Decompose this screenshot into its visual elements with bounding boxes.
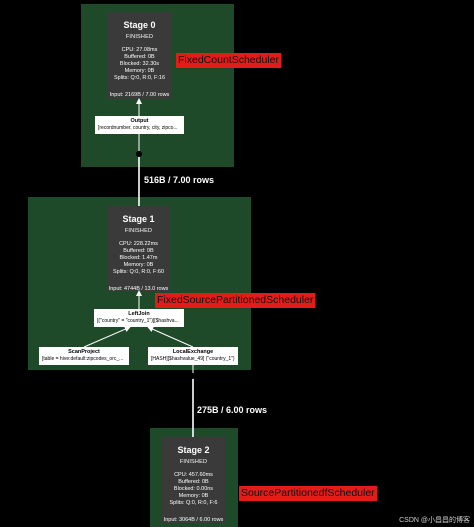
stage-0-state: FINISHED (125, 34, 154, 40)
stage-2-stats: CPU: 457.60ms Buffered: 0B Blocked: 0.00… (162, 472, 225, 507)
stage-0-splits: Splits: Q:0, R:0, F:16 (113, 75, 166, 81)
stage-2-memory: Memory: 0B (178, 493, 209, 499)
stage-2-scheduler-label: SourcePartitionedfScheduler (239, 486, 377, 501)
scanproject-operator-name: ScanProject (68, 349, 100, 355)
stage-2-state: FINISHED (179, 459, 208, 465)
localexchange-to-leftjoin-link (147, 326, 194, 348)
scanproject-operator-detail: [table = hive:default:zipcodes_orc_... (42, 356, 124, 362)
output-operator-detail: [recordnumber, country, city, zipco... (98, 125, 178, 131)
edge-stage2-to-stage1-label: 275B / 6.00 rows (197, 405, 268, 415)
stage-0-cpu: CPU: 27.08ms (121, 47, 158, 53)
stage-1-input: Input: 4744B / 13.0 rows (108, 286, 169, 292)
localexchange-operator-detail: [HASH][$hashvalue_49] ("country_1") (151, 356, 235, 362)
edge-stage1-to-stage0-label: 516B / 7.00 rows (144, 175, 215, 185)
stage-1-card[interactable]: Stage 1 FINISHED CPU: 228.22ms Buffered:… (107, 206, 170, 292)
localexchange-operator[interactable]: LocalExchange [HASH][$hashvalue_49] ("co… (148, 347, 238, 365)
stage-1-title: Stage 1 (122, 214, 155, 224)
stage-0-buffered: Buffered: 0B (124, 54, 155, 60)
stage-0-stats: CPU: 27.08ms Buffered: 0B Blocked: 32.30… (108, 47, 171, 82)
stage-1-splits: Splits: Q:0, R:0, F:60 (112, 269, 165, 275)
leftjoin-operator-name: LeftJoin (128, 311, 150, 317)
stage-1-stats: CPU: 228.22ms Buffered: 0B Blocked: 1.47… (107, 241, 170, 276)
stage-1-cpu: CPU: 228.22ms (119, 241, 158, 247)
stage-0-input: Input: 2169B / 7.00 rows (109, 92, 170, 98)
watermark: CSDN @小昌昌的博客 (399, 517, 470, 524)
scanproject-operator[interactable]: ScanProject [table = hive:default:zipcod… (39, 347, 129, 365)
stage-0-card[interactable]: Stage 0 FINISHED CPU: 27.08ms Buffered: … (108, 12, 171, 99)
stage-0-title: Stage 0 (123, 20, 156, 30)
stage-0-memory: Memory: 0B (124, 68, 155, 74)
stage-0-scheduler-label: FixedCountScheduler (176, 53, 281, 68)
stage-2-splits: Splits: Q:0, R:0, F:6 (169, 500, 218, 506)
stage-1-buffered: Buffered: 0B (123, 248, 154, 254)
localexchange-operator-name: LocalExchange (172, 349, 214, 355)
edge-stage2-to-stage1-dot (190, 373, 196, 379)
stage-2-buffered: Buffered: 0B (178, 479, 209, 485)
stage-2-card[interactable]: Stage 2 FINISHED CPU: 457.60ms Buffered:… (162, 437, 225, 523)
stage-0-blocked: Blocked: 32.30s (119, 61, 160, 67)
stage-2-cpu: CPU: 457.60ms (174, 472, 213, 478)
stage-2-input: Input: 3064B / 6.00 rows (163, 517, 224, 523)
stage-1-scheduler-label: FixedSourcePartitionedScheduler (155, 293, 316, 308)
stage-2-title: Stage 2 (177, 445, 210, 455)
edge-stage1-to-stage0-dot (136, 151, 142, 157)
leftjoin-operator-detail: [("country" = "country_1")][$hashva... (97, 318, 179, 324)
stage-1-state: FINISHED (124, 228, 153, 234)
stage-1-blocked: Blocked: 1.47m (119, 255, 158, 261)
output-operator-name: Output (130, 118, 149, 124)
leftjoin-operator[interactable]: LeftJoin [("country" = "country_1")][$ha… (94, 309, 184, 327)
scanproject-to-leftjoin-link (83, 326, 131, 348)
stage-2-blocked: Blocked: 0.00ns (173, 486, 214, 492)
stage-1-memory: Memory: 0B (123, 262, 154, 268)
output-operator[interactable]: Output [recordnumber, country, city, zip… (95, 116, 184, 134)
